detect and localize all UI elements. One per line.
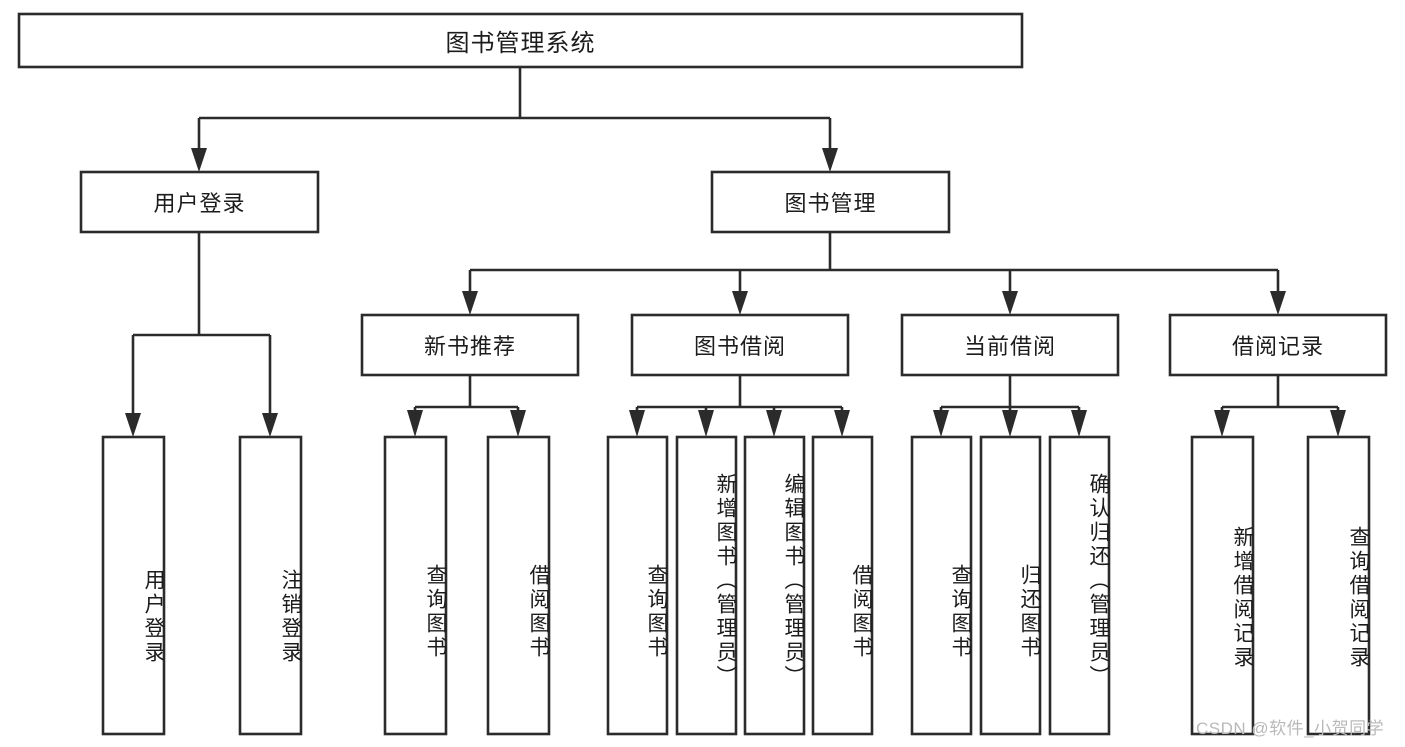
connector-root-to-level2	[191, 67, 838, 172]
node-book-borrow[interactable]	[630, 313, 850, 377]
connector-userlogin-to-leaves	[125, 232, 278, 437]
connector-newbookrec-to-leaves	[407, 375, 526, 437]
node-leaf-logout[interactable]	[238, 435, 303, 736]
node-user-login[interactable]	[79, 170, 320, 234]
connector-borrowrecord-to-leaves	[1214, 375, 1346, 437]
node-new-book-rec[interactable]	[360, 313, 580, 377]
node-leaf-bb-query[interactable]	[606, 435, 669, 736]
node-leaf-cb-confirm[interactable]	[1048, 435, 1111, 736]
node-leaf-rec-query[interactable]	[383, 435, 448, 736]
node-leaf-bb-edit[interactable]	[743, 435, 806, 736]
node-leaf-br-query[interactable]	[1306, 435, 1371, 736]
node-leaf-bb-add[interactable]	[675, 435, 738, 736]
node-leaf-rec-borrow[interactable]	[486, 435, 551, 736]
connector-bookborrow-to-leaves	[629, 375, 850, 437]
node-leaf-bb-borrow[interactable]	[811, 435, 874, 736]
node-root[interactable]	[17, 12, 1024, 69]
node-book-manage[interactable]	[710, 170, 951, 234]
node-borrow-record[interactable]	[1168, 313, 1388, 377]
node-leaf-user-login[interactable]	[101, 435, 166, 736]
node-leaf-cb-query[interactable]	[910, 435, 973, 736]
connector-currentborrow-to-leaves	[933, 375, 1087, 437]
node-current-borrow[interactable]	[900, 313, 1120, 377]
node-leaf-br-add[interactable]	[1190, 435, 1255, 736]
connector-bookmanage-to-level3	[462, 232, 1286, 315]
node-leaf-cb-return[interactable]	[979, 435, 1042, 736]
